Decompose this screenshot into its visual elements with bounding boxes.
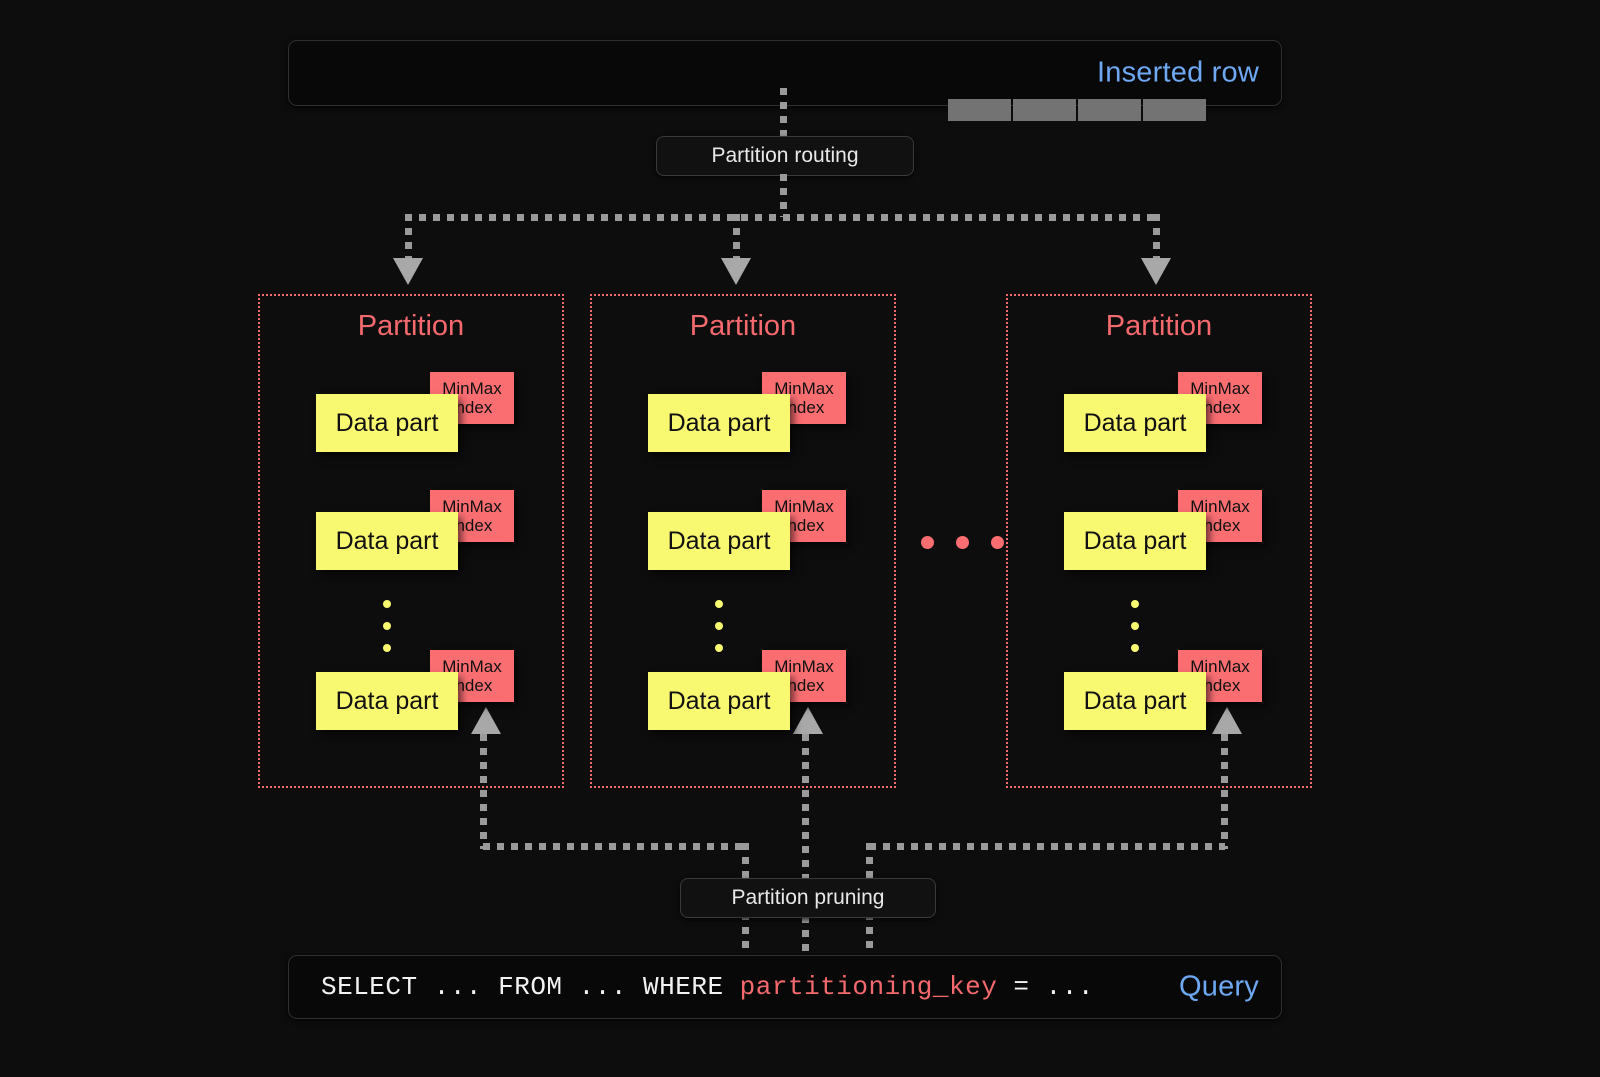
data-part-box: Data part [648,512,790,570]
ellipsis-dot [383,644,391,652]
data-part-box: Data part [648,672,790,730]
partition-pruning-box: Partition pruning [680,878,936,918]
row-cell [1143,99,1206,121]
arrow-down-partition-2 [721,258,751,285]
connector-row-to-routing [780,88,787,136]
data-part-ellipsis [382,600,392,652]
query-bar: SELECT ... FROM ... WHERE partitioning_k… [288,955,1282,1019]
ellipsis-dot [1131,600,1139,608]
data-part-box: Data part [1064,672,1206,730]
partition-title: Partition [689,310,797,342]
ellipsis-dot [1131,622,1139,630]
data-part-box: Data part [1064,394,1206,452]
query-prefix: SELECT ... FROM ... WHERE [321,972,740,1002]
connector-routing-drop-2 [733,214,740,260]
data-part-ellipsis [1130,600,1140,652]
row-cell [948,99,1011,121]
connector-prune-bus-left [483,843,745,850]
ellipsis-dot [715,622,723,630]
ellipsis-dot [991,536,1004,549]
query-text: SELECT ... FROM ... WHERE partitioning_k… [321,972,1094,1002]
ellipsis-dot [921,536,934,549]
ellipsis-dot [715,600,723,608]
query-label: Query [1179,970,1259,1003]
inserted-row-cells [948,99,1206,121]
data-part-ellipsis [714,600,724,652]
connector-routing-bus [405,214,1160,221]
row-cell [1013,99,1076,121]
arrow-up-partition-2 [793,707,823,734]
data-part-box: Data part [316,512,458,570]
arrow-up-partition-3 [1212,707,1242,734]
connector-prune-up-3 [1221,734,1228,849]
ellipsis-dot [383,600,391,608]
ellipsis-dot [956,536,969,549]
arrow-down-partition-1 [393,258,423,285]
connector-prune-up-2 [802,734,809,974]
inserted-row-label: Inserted row [1097,56,1259,89]
connector-routing-down [780,174,787,217]
partition-ellipsis [921,536,1004,549]
connector-prune-bus-right [869,843,1225,850]
data-part-box: Data part [1064,512,1206,570]
ellipsis-dot [383,622,391,630]
arrow-down-partition-3 [1141,258,1171,285]
partition-title: Partition [357,310,465,342]
partition-routing-label: Partition routing [711,144,859,167]
data-part-box: Data part [316,672,458,730]
query-suffix: = ... [997,972,1094,1002]
partition-routing-box: Partition routing [656,136,914,176]
partition-pruning-label: Partition pruning [731,886,885,909]
connector-prune-up-1 [480,734,487,849]
row-cell [1078,99,1141,121]
ellipsis-dot [1131,644,1139,652]
data-part-box: Data part [316,394,458,452]
connector-routing-drop-3 [1153,214,1160,260]
connector-routing-drop-1 [405,214,412,260]
ellipsis-dot [715,644,723,652]
query-partitioning-key: partitioning_key [739,972,998,1002]
data-part-box: Data part [648,394,790,452]
arrow-up-partition-1 [471,707,501,734]
inserted-row-bar: Inserted row [288,40,1282,121]
partition-title: Partition [1105,310,1213,342]
